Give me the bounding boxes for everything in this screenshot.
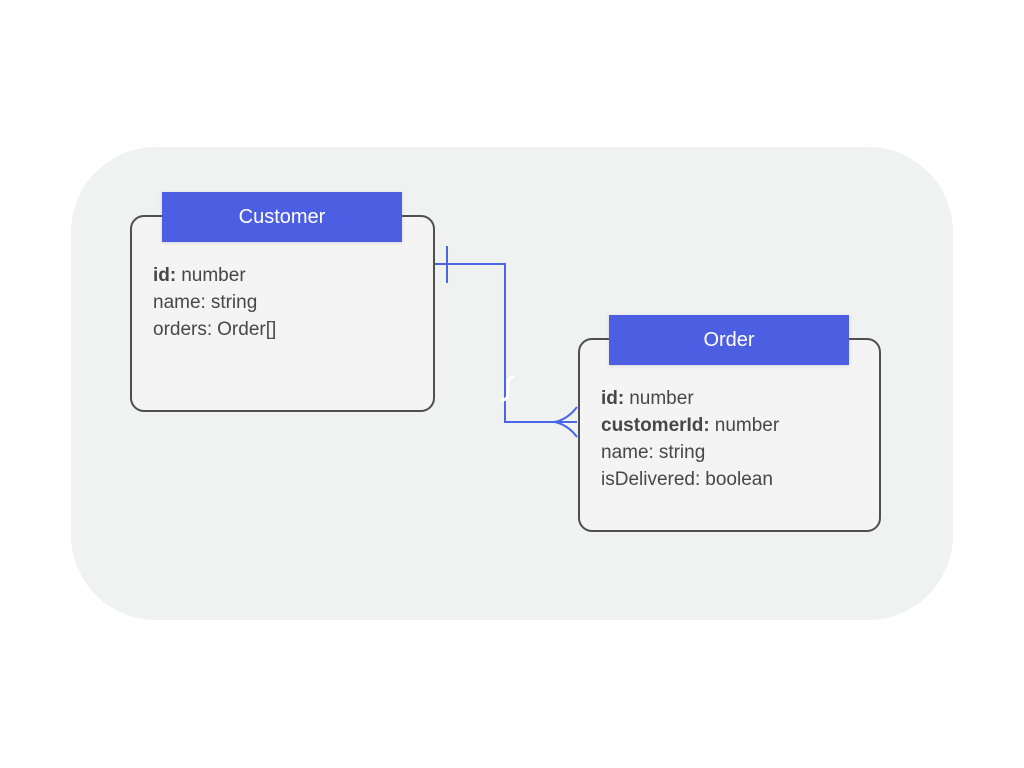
entity-order-fields: id:number customerId:number name:string …: [601, 385, 779, 493]
field-name: orders:: [153, 319, 213, 340]
entity-customer-title: Customer: [238, 205, 326, 228]
field-row: id:number: [601, 385, 779, 412]
field-row: name:string: [601, 439, 779, 466]
field-type: number: [181, 265, 246, 286]
field-row: orders:Order[]: [153, 316, 276, 343]
field-type: boolean: [705, 469, 773, 490]
entity-order[interactable]: Order id:number customerId:number name:s…: [578, 315, 881, 532]
field-type: string: [210, 292, 258, 313]
field-name: isDelivered:: [601, 469, 701, 490]
field-type: number: [629, 388, 694, 409]
field-name: id:: [153, 265, 177, 286]
field-type: string: [658, 442, 706, 463]
field-row: isDelivered:boolean: [601, 466, 779, 493]
field-type: Order[]: [217, 319, 277, 340]
entity-customer-header[interactable]: Customer: [162, 192, 402, 242]
field-row: customerId:number: [601, 412, 779, 439]
field-row: id:number: [153, 262, 276, 289]
entity-customer[interactable]: Customer id:number name:string orders:Or…: [130, 192, 435, 412]
field-row: name:string: [153, 289, 276, 316]
field-type: number: [714, 415, 780, 436]
field-name: name:: [601, 442, 654, 463]
field-name: id:: [601, 388, 625, 409]
entity-order-header[interactable]: Order: [609, 315, 849, 365]
entity-order-title: Order: [703, 328, 755, 351]
field-name: name:: [153, 292, 206, 313]
entity-customer-fields: id:number name:string orders:Order[]: [153, 262, 276, 343]
field-name: customerId:: [601, 415, 710, 436]
